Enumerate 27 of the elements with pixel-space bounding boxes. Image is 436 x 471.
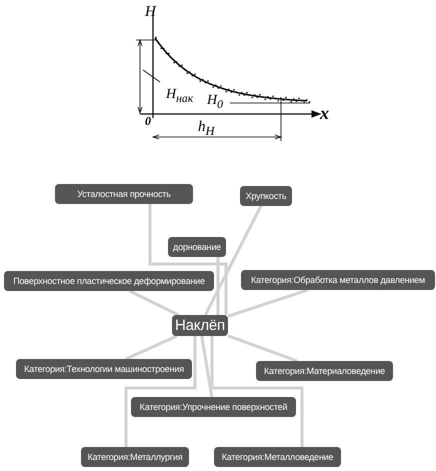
connector-line [128,290,180,316]
connector-line [125,334,178,360]
topic-box: Категория:Металлургия [81,447,189,467]
connector-line [227,334,298,362]
origin-label: 0 [145,115,151,127]
topic-box: Категория:Металловедение [214,447,341,467]
connector-line [124,336,196,447]
connector-line [216,257,220,315]
topic-box: Хрупкость [240,186,292,206]
connector-line [210,336,304,447]
label: H$_{0}$ [207,94,223,110]
axis-label: x [320,104,329,122]
label: H$_{нак}$ [166,88,194,104]
connector-line [228,288,308,318]
topic-box: Усталостная прочность [55,184,193,204]
connector-line [204,205,262,316]
topic-box: Категория:Обработка металлов давлением [241,270,435,290]
topic-box: Категория:Упрочнение поверхностей [131,397,296,417]
topic-box: Поверхностное пластическое деформирование [4,271,214,291]
center-topic-box: Наклёп [172,315,228,336]
topic-box: Категория:Материаловедение [256,361,393,381]
connector-line [148,204,228,315]
connector-line [200,336,214,398]
topic-box: Категория:Технологии машиностроения [16,359,192,379]
topic-box: дорнование [168,237,226,257]
label: h$_{H}$ [198,120,215,138]
axis-label: H [145,5,156,20]
